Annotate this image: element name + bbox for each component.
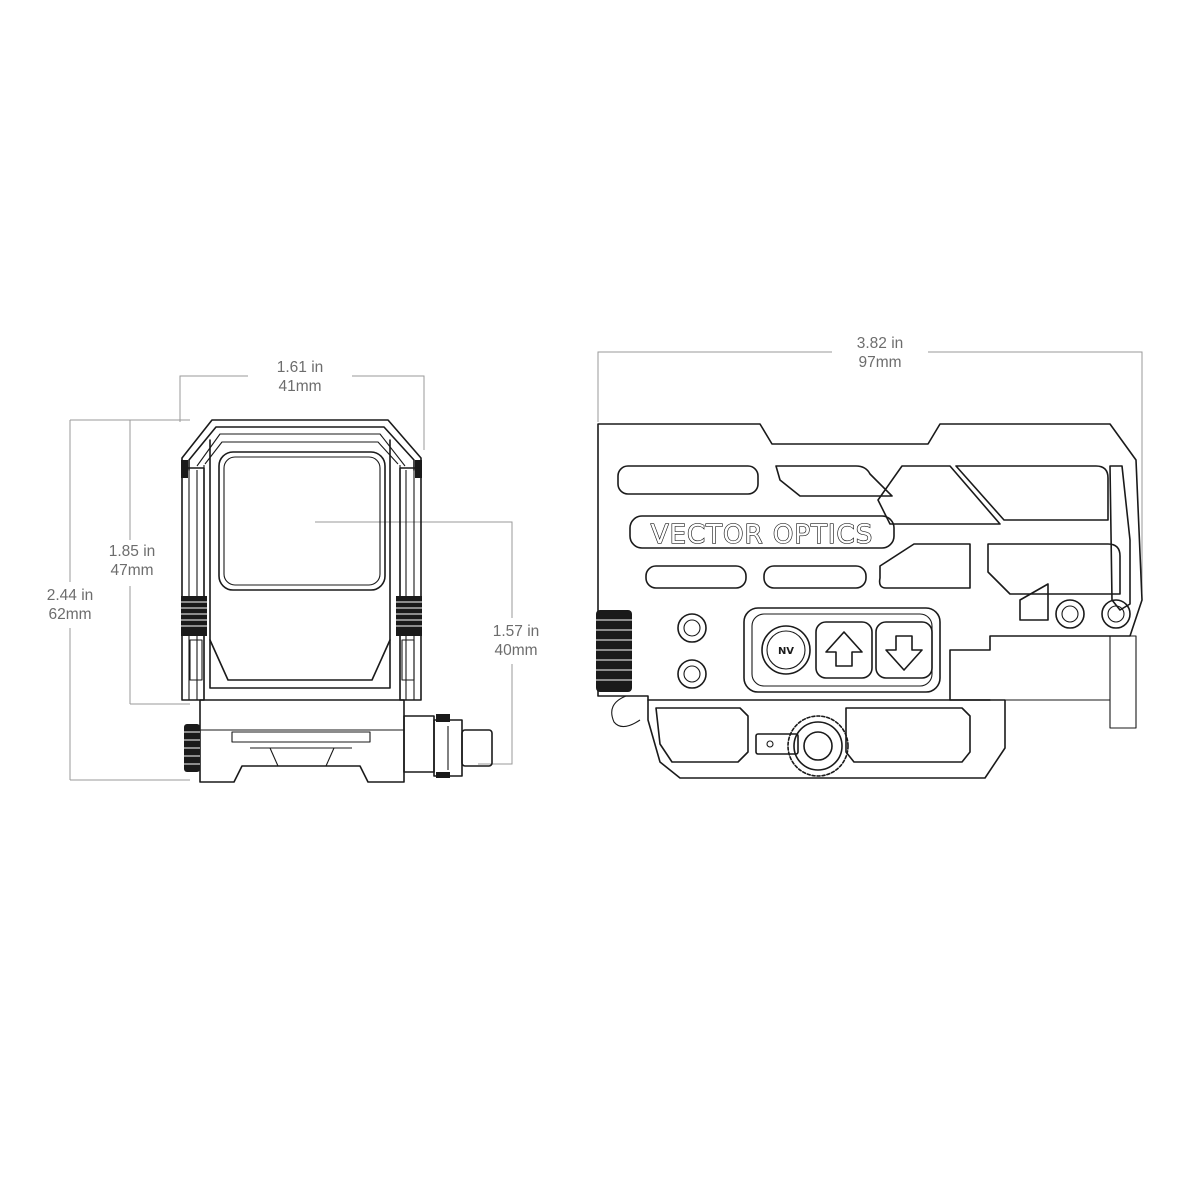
dimension-mm: 47mm bbox=[110, 562, 154, 579]
dimension-mm: 41mm bbox=[278, 378, 322, 395]
dimension-total-height: 2.44 in 62mm bbox=[30, 586, 110, 624]
dimension-mm: 97mm bbox=[858, 354, 902, 371]
dimension-inches: 3.82 in bbox=[856, 335, 904, 352]
dimension-inches: 1.61 in bbox=[276, 359, 324, 376]
nv-button[interactable]: NV bbox=[761, 625, 811, 675]
dimension-optical-axis: 1.57 in 40mm bbox=[476, 622, 556, 660]
dimension-inches: 2.44 in bbox=[46, 587, 94, 604]
dimension-inches: 1.57 in bbox=[492, 623, 540, 640]
arrow-up-icon bbox=[825, 631, 863, 667]
brightness-up-button[interactable] bbox=[815, 621, 873, 679]
front-view bbox=[181, 419, 493, 783]
dimension-side-length: 3.82 in 97mm bbox=[832, 334, 928, 372]
arrow-down-icon bbox=[885, 635, 923, 671]
dimension-lines bbox=[69, 351, 1143, 781]
dimension-mm: 40mm bbox=[494, 642, 538, 659]
side-view: VECTOR OPTICS NV bbox=[596, 423, 1143, 779]
dimension-mm: 62mm bbox=[48, 606, 92, 623]
dimension-front-height: 1.85 in 47mm bbox=[92, 542, 172, 580]
nv-button-label: NV bbox=[778, 646, 794, 657]
brand-logo: VECTOR OPTICS bbox=[651, 520, 873, 550]
dimension-front-width: 1.61 in 41mm bbox=[248, 358, 352, 396]
dimension-inches: 1.85 in bbox=[108, 543, 156, 560]
screw-icon bbox=[677, 599, 1131, 689]
brightness-down-button[interactable] bbox=[875, 621, 933, 679]
